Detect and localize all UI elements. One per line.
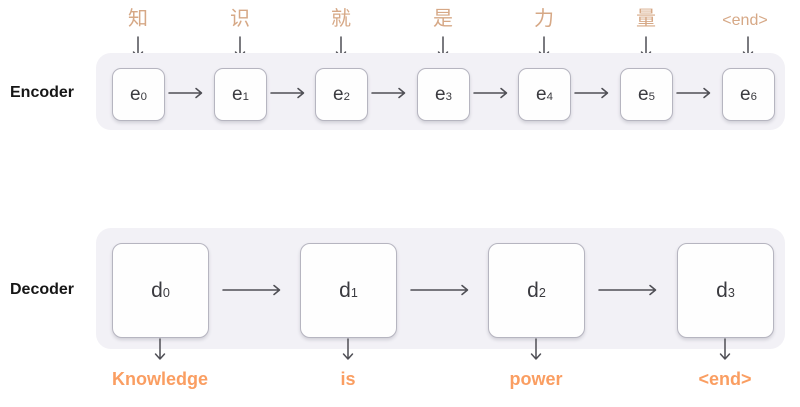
encoder-input-end-token: <end>	[722, 12, 768, 29]
arrow-right-icon	[676, 86, 716, 105]
encoder-input-token: 量	[636, 8, 656, 30]
decoder-output-word: Knowledge	[111, 369, 209, 389]
arrow-down-icon	[153, 338, 167, 370]
arrow-down-icon	[341, 338, 355, 370]
decoder-track	[96, 228, 785, 349]
arrow-down-icon	[529, 338, 543, 370]
arrow-right-icon	[410, 283, 474, 302]
arrow-right-icon	[574, 86, 614, 105]
decoder-output-word: is	[340, 369, 356, 389]
arrow-right-icon	[168, 86, 208, 105]
encoder-input-token: 力	[534, 8, 554, 30]
arrow-right-icon	[270, 86, 310, 105]
encoder-input-token: 知	[128, 8, 148, 30]
arrow-down-icon	[718, 338, 732, 370]
encoder-row-label: Encoder	[10, 84, 75, 101]
encoder-input-token: 就	[331, 8, 351, 30]
arrow-right-icon	[222, 283, 286, 302]
arrow-right-icon	[473, 86, 513, 105]
decoder-output-word: power	[509, 369, 563, 389]
arrow-right-icon	[371, 86, 411, 105]
encoder-input-token: 识	[230, 8, 250, 30]
arrow-right-icon	[598, 283, 662, 302]
decoder-output-end-token: <end>	[698, 369, 752, 389]
encoder-input-token: 是	[433, 8, 453, 30]
decoder-row-label: Decoder	[10, 281, 75, 298]
